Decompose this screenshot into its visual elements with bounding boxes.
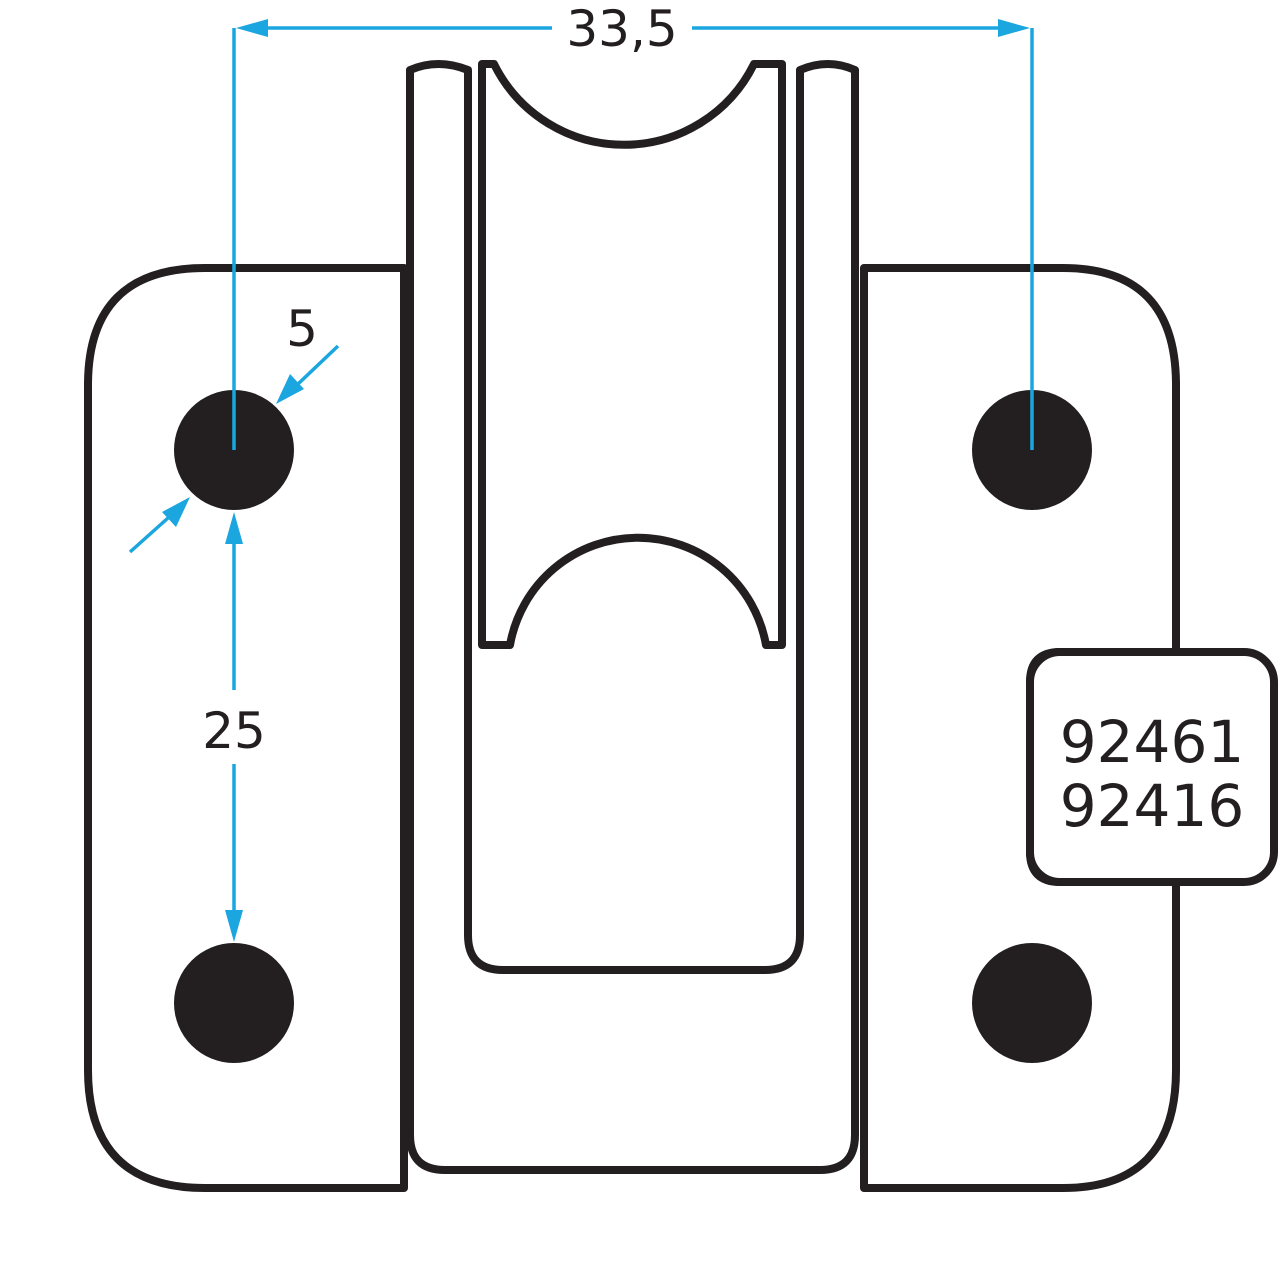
diameter-leader-upper	[296, 344, 340, 386]
part-number-line-2: 92416	[1060, 772, 1245, 840]
central-u-body	[406, 60, 859, 1174]
diameter-arrow-lower	[162, 497, 190, 527]
diameter-dimension-label: 5	[286, 300, 318, 358]
part-number-line-1: 92461	[1060, 708, 1245, 776]
mounting-hole-bottom-right	[972, 943, 1092, 1063]
horizontal-dimension-arrow-left	[236, 19, 268, 37]
horizontal-dimension-label: 33,5	[566, 0, 677, 58]
left-mounting-plate	[84, 264, 408, 1192]
vertical-dimension-label: 25	[202, 702, 266, 760]
mounting-hole-bottom-left	[174, 943, 294, 1063]
diameter-leader-lower	[128, 516, 170, 554]
vertical-dimension-arrow-top	[225, 512, 243, 544]
horizontal-dimension-arrow-right	[998, 19, 1030, 37]
label-tab	[1026, 648, 1278, 886]
diameter-arrow-upper	[276, 374, 304, 404]
vertical-dimension-arrow-bottom	[225, 910, 243, 942]
inner-slider	[478, 60, 786, 649]
